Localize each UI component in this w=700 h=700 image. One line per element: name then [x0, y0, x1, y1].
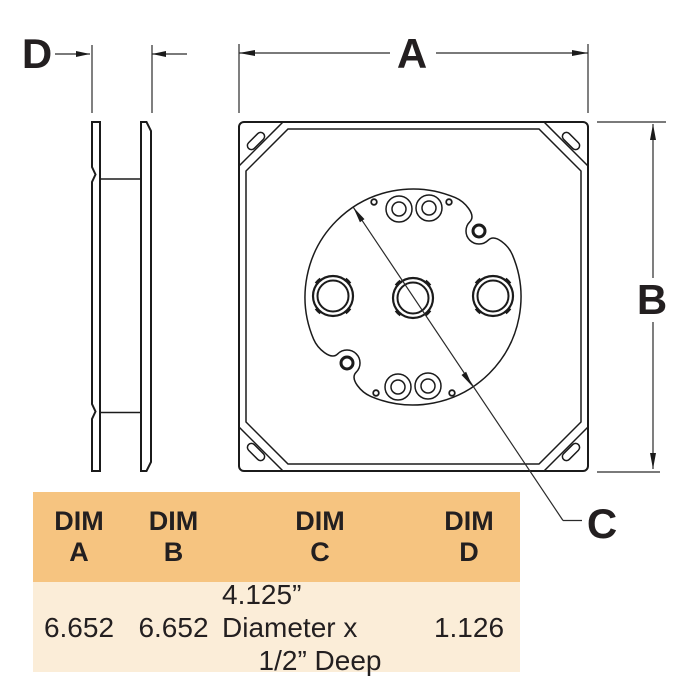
large-knockout-row — [310, 273, 516, 321]
c-arrowhead-upper — [353, 207, 365, 223]
knockout-ring — [384, 373, 412, 401]
pilot-hole — [448, 389, 456, 397]
value-cell-dim-d: 1.126 — [418, 582, 520, 672]
pilot-hole — [445, 198, 453, 206]
header-text: DIM — [444, 506, 494, 536]
header-text: DIM — [54, 506, 104, 536]
header-text: DIM — [148, 506, 199, 536]
corner-slot-bottom-left — [246, 442, 266, 462]
header-text: DIM — [295, 506, 345, 536]
value-text: 1.126 — [433, 611, 505, 643]
header-text: C — [310, 537, 330, 567]
a-arrowhead-right — [572, 50, 588, 56]
b-arrowhead-down — [650, 453, 656, 469]
dimension-a: A — [238, 30, 589, 113]
header-cell-dim-c: DIM C — [222, 492, 418, 582]
large-knockout-right — [470, 273, 516, 319]
knockout-ring — [414, 372, 442, 400]
header-text: B — [163, 537, 184, 567]
header-cell-dim-d: DIM D — [418, 492, 520, 582]
label-dim-a: A — [397, 30, 427, 77]
value-text: 1/2” Deep — [258, 644, 382, 676]
c-arrowhead-lower — [461, 371, 473, 387]
a-arrowhead-left — [239, 50, 255, 56]
bottom-knockout-pair — [372, 372, 456, 401]
dimension-table: DIM A DIM B DIM C DIM D 6.652 6.652 — [33, 492, 520, 676]
recess-circle-outline — [304, 188, 522, 406]
corner-bracket-bottom-left — [238, 426, 284, 472]
value-text: 6.652 — [43, 611, 115, 643]
side-view-front-flange — [140, 121, 152, 472]
pilot-hole — [370, 198, 378, 206]
value-cell-dim-a: 6.652 — [33, 582, 125, 672]
knockout-ring — [415, 194, 443, 222]
knockout-center — [390, 379, 406, 395]
header-cell-dim-a: DIM A — [33, 492, 125, 582]
label-dim-b: B — [637, 276, 667, 323]
value-cell-dim-c: 4.125” Diameter x 1/2” Deep — [222, 579, 418, 676]
large-knockout-left — [310, 273, 356, 319]
dimension-b: B — [597, 121, 667, 473]
dimension-c: C — [352, 206, 617, 547]
dimension-table-value-row: 6.652 6.652 4.125” Diameter x 1/2” Deep … — [33, 579, 520, 676]
value-text: 6.652 — [138, 611, 209, 643]
screw-hole-lower-left — [339, 355, 355, 371]
plate-inner-edge — [245, 128, 582, 465]
side-view-back-flange — [91, 121, 101, 472]
screw-hole-upper-right — [471, 223, 487, 239]
side-view — [91, 121, 152, 472]
label-dim-d: D — [22, 30, 52, 77]
corner-slot-bottom-right — [561, 442, 581, 462]
top-knockout-pair — [370, 194, 453, 223]
knockout-center — [421, 200, 437, 216]
knockout-ring — [385, 195, 413, 223]
corner-bracket-top-right — [543, 121, 589, 167]
d-arrowhead-left — [152, 51, 166, 57]
large-knockout-center — [390, 275, 436, 321]
corner-bracket-bottom-right — [543, 426, 589, 472]
header-text: A — [69, 537, 89, 567]
dimension-table-header-row: DIM A DIM B DIM C DIM D — [33, 492, 520, 582]
knockout-center — [391, 201, 407, 217]
knockout-center — [420, 378, 436, 394]
corner-slot-top-left — [246, 131, 266, 151]
header-text: D — [459, 537, 479, 567]
b-arrowhead-up — [650, 124, 656, 140]
pilot-hole — [372, 389, 380, 397]
value-cell-dim-b: 6.652 — [125, 582, 222, 672]
c-diameter-leader-line — [352, 206, 564, 521]
header-cell-dim-b: DIM B — [125, 492, 222, 582]
d-arrowhead-right — [76, 51, 90, 57]
value-text: 4.125” Diameter x — [222, 578, 358, 643]
corner-bracket-top-left — [238, 121, 284, 167]
dimension-d: D — [22, 30, 187, 113]
label-dim-c: C — [587, 500, 617, 547]
